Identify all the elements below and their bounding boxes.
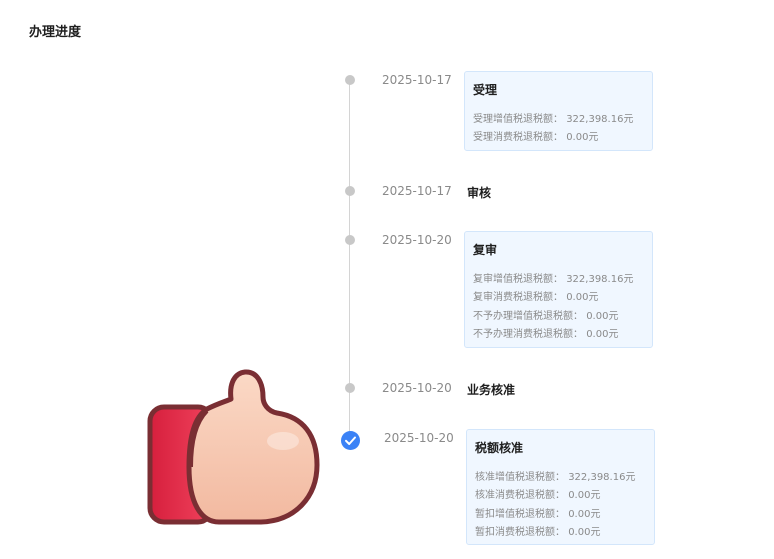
detail-label: 复审增值税退税额： — [473, 274, 563, 285]
step-title: 复审 — [473, 243, 498, 257]
timeline-line — [349, 80, 350, 440]
detail-row: 核准消费税退税额： 0.00元 — [475, 486, 600, 501]
detail-label: 核准消费税退税额： — [475, 490, 565, 501]
step-date: 2025-10-20 — [384, 431, 454, 445]
detail-row: 核准增值税退税额： 322,398.16元 — [475, 468, 635, 483]
step-title: 审核 — [467, 186, 492, 200]
step-title: 受理 — [473, 83, 498, 97]
detail-label: 受理消费税退税额： — [473, 132, 563, 143]
detail-label: 复审消费税退税额： — [473, 292, 563, 303]
step-date: 2025-10-20 — [382, 381, 452, 395]
step-card-accept: 受理 受理增值税退税额： 322,398.16元 受理消费税退税额： 0.00元 — [464, 71, 653, 151]
detail-row: 暂扣增值税退税额： 0.00元 — [475, 505, 600, 520]
timeline-dot — [345, 75, 355, 85]
step-card-review: 复审 复审增值税退税额： 322,398.16元 复审消费税退税额： 0.00元… — [464, 231, 653, 348]
detail-label: 受理增值税退税额： — [473, 114, 563, 125]
step-title: 业务核准 — [467, 383, 516, 397]
detail-row: 受理增值税退税额： 322,398.16元 — [473, 110, 633, 125]
timeline-dot — [345, 186, 355, 196]
detail-row: 复审增值税退税额： 322,398.16元 — [473, 270, 633, 285]
detail-value: 0.00元 — [568, 509, 601, 520]
detail-row: 暂扣消费税退税额： 0.00元 — [475, 523, 600, 538]
detail-value: 0.00元 — [566, 292, 599, 303]
step-date: 2025-10-17 — [382, 73, 452, 87]
detail-row: 不予办理消费税退税额： 0.00元 — [473, 325, 618, 340]
detail-label: 核准增值税退税额： — [475, 472, 565, 483]
detail-value: 0.00元 — [568, 527, 601, 538]
timeline-dot — [345, 383, 355, 393]
detail-row: 不予办理增值税退税额： 0.00元 — [473, 307, 618, 322]
detail-value: 322,398.16元 — [568, 472, 636, 483]
page-title: 办理进度 — [29, 25, 82, 40]
detail-label: 不予办理消费税退税额： — [473, 329, 583, 340]
detail-label: 不予办理增值税退税额： — [473, 311, 583, 322]
detail-value: 0.00元 — [566, 132, 599, 143]
detail-value: 0.00元 — [568, 490, 601, 501]
step-date: 2025-10-17 — [382, 184, 452, 198]
detail-value: 0.00元 — [586, 329, 619, 340]
detail-value: 322,398.16元 — [566, 274, 634, 285]
check-circle-icon — [341, 431, 360, 450]
step-date: 2025-10-20 — [382, 233, 452, 247]
step-title: 税额核准 — [475, 441, 524, 455]
step-card-approve: 税额核准 核准增值税退税额： 322,398.16元 核准消费税退税额： 0.0… — [466, 429, 655, 545]
thumbs-up-icon — [145, 369, 321, 533]
detail-value: 322,398.16元 — [566, 114, 634, 125]
detail-row: 复审消费税退税额： 0.00元 — [473, 288, 598, 303]
timeline-dot — [345, 235, 355, 245]
detail-row: 受理消费税退税额： 0.00元 — [473, 128, 598, 143]
detail-label: 暂扣增值税退税额： — [475, 509, 565, 520]
detail-label: 暂扣消费税退税额： — [475, 527, 565, 538]
detail-value: 0.00元 — [586, 311, 619, 322]
